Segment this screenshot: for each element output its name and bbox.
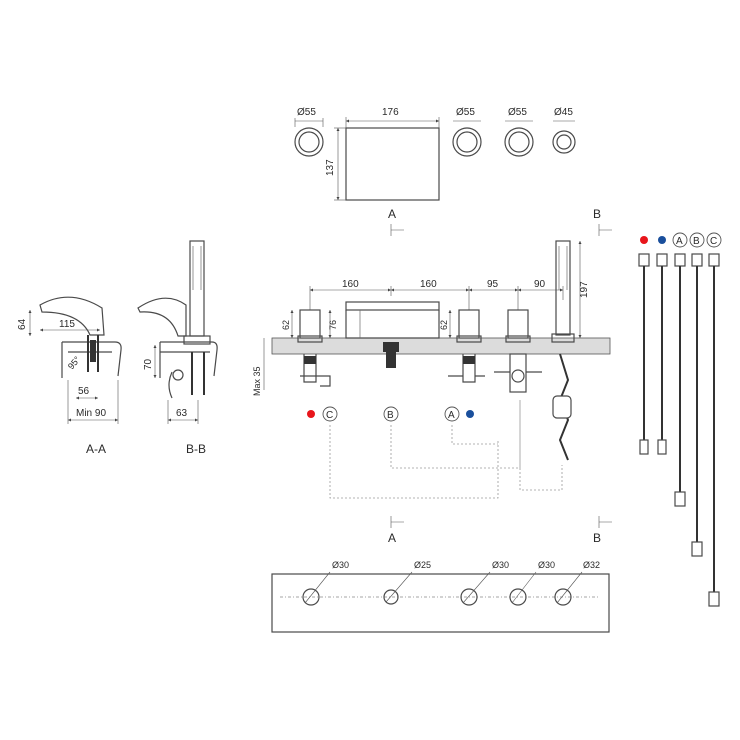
hose-c <box>708 253 720 607</box>
marker-a-top: A <box>388 207 396 221</box>
section-b-b: 70 63 B-B <box>137 240 218 456</box>
top-rosette-1 <box>294 127 324 157</box>
hose-a <box>674 253 686 507</box>
caption-b-b: B-B <box>186 442 206 456</box>
hole-1: Ø30 <box>302 560 349 606</box>
conn-b-label: B <box>387 410 394 421</box>
dim-top-dia-3: Ø55 <box>508 107 527 118</box>
hole-4: Ø30 <box>509 560 555 606</box>
hole-5-label: Ø32 <box>583 560 600 570</box>
dim-top-dia-4: Ø45 <box>554 107 573 118</box>
dim-handle-height-2: 76 <box>328 320 338 330</box>
dim-top-dia-1: Ø55 <box>297 107 316 118</box>
dim-aa-spout-reach: 115 <box>59 319 75 330</box>
legend-c: C <box>706 232 722 248</box>
conn-a-label: A <box>448 410 455 421</box>
cold-dot-front <box>466 410 474 418</box>
dim-shower-height: 197 <box>579 281 590 298</box>
top-rosette-4 <box>552 130 576 154</box>
handle-cold <box>448 309 485 383</box>
hole-4-label: Ø30 <box>538 560 555 570</box>
dim-handle-height-3: 62 <box>439 320 449 330</box>
legend-c-label: C <box>710 236 717 247</box>
section-a-a: 64 115 95° 56 Min 90 A-A <box>17 296 122 456</box>
dim-aa-angle: 95° <box>66 354 83 371</box>
top-spout-plate <box>345 127 440 201</box>
hoses-legend: A B C <box>640 232 722 248</box>
hot-dot-legend <box>640 236 648 244</box>
legend-b-label: B <box>693 236 700 247</box>
hole-1-label: Ø30 <box>332 560 349 570</box>
marker-b-top: B <box>593 207 601 221</box>
caption-a-a: A-A <box>86 442 106 456</box>
legend-a-label: A <box>676 236 683 247</box>
hole-3-label: Ø30 <box>492 560 509 570</box>
front-view: A B 160 160 95 90 62 76 <box>252 207 612 545</box>
hand-shower <box>551 240 575 461</box>
hose-b <box>691 253 703 557</box>
dim-aa-spout-height: 64 <box>17 318 28 330</box>
hole-template: Ø30 Ø25 Ø30 Ø30 Ø32 <box>271 560 610 633</box>
dim-spacing-1: 160 <box>342 279 359 290</box>
hose-cold <box>656 253 668 455</box>
top-rosette-3 <box>504 127 534 157</box>
conn-c-front: C <box>322 406 338 422</box>
hole-5: Ø32 <box>554 560 600 606</box>
dim-top-dia-2: Ø55 <box>456 107 475 118</box>
dim-top-width: 176 <box>382 107 399 118</box>
top-view: Ø55 176 137 Ø55 Ø55 Ø45 <box>294 107 576 201</box>
conn-a-front: A <box>444 406 460 422</box>
cold-dot-legend <box>658 236 666 244</box>
dim-spacing-3: 95 <box>487 279 499 290</box>
dim-spacing-2: 160 <box>420 279 437 290</box>
dim-bb-width: 63 <box>176 408 188 419</box>
dim-handle-height-1: 62 <box>281 320 291 330</box>
conn-c-label: C <box>326 410 333 421</box>
legend-b: B <box>689 232 705 248</box>
hot-dot-front <box>307 410 315 418</box>
marker-a-bottom: A <box>388 531 396 545</box>
dim-top-height: 137 <box>325 159 336 176</box>
dim-bb-height: 70 <box>143 358 154 370</box>
top-rosette-2 <box>452 127 482 157</box>
hoses <box>638 253 720 607</box>
dim-deck-max: Max 35 <box>252 366 262 396</box>
handle-hot <box>297 309 331 387</box>
legend-a: A <box>672 232 688 248</box>
marker-b-bottom: B <box>593 531 601 545</box>
dim-spacing-4: 90 <box>534 279 546 290</box>
hole-2-label: Ø25 <box>414 560 431 570</box>
spout <box>345 301 440 368</box>
dim-aa-base: 56 <box>78 386 90 397</box>
hose-hot <box>638 253 650 455</box>
hole-2: Ø25 <box>383 560 431 605</box>
conn-b-front: B <box>383 406 399 422</box>
deck-slab <box>271 337 611 355</box>
hole-3: Ø30 <box>460 560 509 606</box>
diverter <box>494 309 542 393</box>
dim-aa-min: Min 90 <box>76 408 106 419</box>
